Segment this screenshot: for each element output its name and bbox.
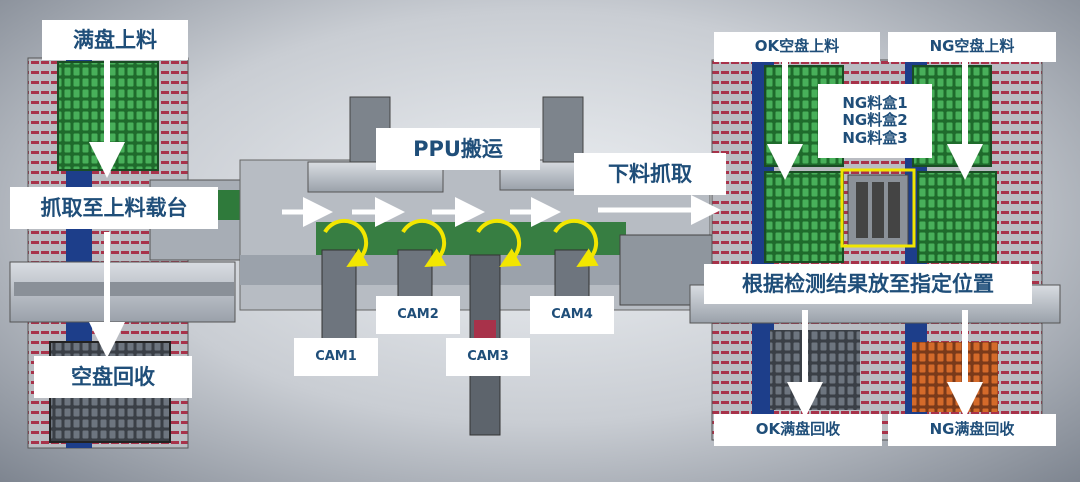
rotate-arrow-icon: [553, 218, 599, 267]
label-ng-box-2: NG料盒2: [842, 111, 908, 130]
label-cam3: CAM3: [446, 338, 530, 376]
label-ok-empty-load: OK空盘上料: [714, 32, 880, 62]
label-ng-full-recycle: NG满盘回收: [888, 414, 1056, 446]
label-ng-boxes: NG料盒1 NG料盒2 NG料盒3: [818, 84, 932, 158]
label-empty-tray-recycle: 空盘回收: [34, 356, 192, 398]
rotate-arrow-icon: [323, 218, 369, 267]
rotation-arrows: [323, 218, 599, 267]
label-cam4: CAM4: [530, 296, 614, 334]
label-ok-full-recycle: OK满盘回收: [714, 414, 882, 446]
flow-arrows: [89, 58, 983, 418]
label-full-tray-load: 满盘上料: [42, 20, 188, 60]
label-cam2: CAM2: [376, 296, 460, 334]
label-ng-empty-load: NG空盘上料: [888, 32, 1056, 62]
rotate-arrow-icon: [401, 218, 447, 267]
label-place-by-result: 根据检测结果放至指定位置: [704, 264, 1032, 304]
label-unload-pick: 下料抓取: [574, 153, 726, 195]
label-ng-box-1: NG料盒1: [842, 94, 908, 113]
label-ppu-transfer: PPU搬运: [376, 128, 540, 170]
label-cam1: CAM1: [294, 338, 378, 376]
ng-box-highlight: [840, 168, 916, 248]
rotate-arrow-icon: [476, 218, 522, 267]
label-pick-to-stage: 抓取至上料载台: [10, 187, 218, 229]
label-ng-box-3: NG料盒3: [842, 128, 908, 147]
